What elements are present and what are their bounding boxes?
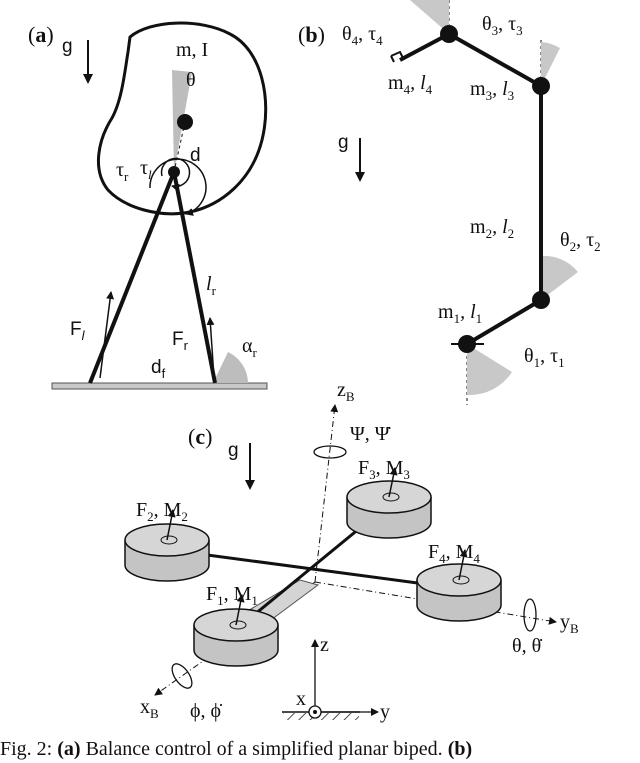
m2-label: m2, l2	[470, 216, 514, 241]
z-label: z	[320, 634, 329, 656]
center-of-mass	[177, 114, 193, 130]
m1-label: m1, l1	[438, 301, 482, 326]
gravity-label-b: g	[338, 132, 349, 153]
y-label: y	[380, 701, 390, 723]
gravity-arrow-a: g	[62, 36, 93, 84]
tau-l-label: τl	[140, 157, 152, 182]
caption-fig-label: Fig. 2:	[0, 738, 53, 760]
theta1-label: θ1, τ1	[524, 345, 565, 370]
caption-text: Balance control of a simplified planar b…	[80, 738, 448, 760]
panel-a-label: (a)	[28, 22, 54, 47]
body-label: m, I	[176, 39, 208, 61]
gravity-arrow-b: g	[338, 132, 365, 182]
gravity-label-a: g	[62, 36, 73, 57]
right-leg	[172, 171, 217, 384]
yaw-rotation-icon	[313, 445, 347, 459]
caption-a: (a)	[57, 738, 81, 760]
x-label: x	[296, 688, 306, 710]
figure-caption: Fig. 2: (a) Balance control of a simplif…	[0, 738, 640, 761]
pitch-rotation-icon	[523, 598, 537, 632]
hip-joint	[168, 166, 180, 178]
theta1-wedge	[467, 344, 512, 396]
tau-l-arc	[160, 157, 191, 192]
theta2-label: θ2, τ2	[560, 229, 601, 254]
yaw-label: Ψ, Ψ̇	[350, 423, 392, 445]
F-r-label: Fr	[172, 329, 189, 353]
inertial-frame	[282, 639, 379, 720]
rotor-3	[346, 480, 432, 539]
panel-a: (a) g θ m, I d τr τl lr Fl	[28, 21, 268, 390]
roll-rotation-icon	[171, 663, 193, 689]
m3-label: m3, l3	[470, 78, 514, 103]
F3M3-label: F3, M3	[358, 457, 410, 482]
F-l-label: Fl	[70, 319, 86, 343]
tau-r-arc	[149, 158, 207, 216]
d-label: d	[190, 145, 201, 166]
arm-2-4	[169, 548, 456, 590]
joint-1	[458, 335, 476, 353]
gravity-label-c: g	[228, 440, 239, 461]
joint-2	[532, 291, 550, 309]
l-r-label: lr	[206, 273, 217, 298]
alpha-angle-wedge	[213, 352, 248, 383]
zB-axis	[314, 404, 339, 583]
theta3-label: θ3, τ3	[482, 13, 523, 38]
ground	[51, 382, 268, 390]
zB-label: zB	[337, 379, 355, 404]
force-right-arrow	[206, 317, 215, 379]
roll-label: ϕ, ϕ̇	[190, 700, 223, 722]
tau-r-label: τr	[116, 159, 129, 184]
foot-bracket	[390, 50, 405, 63]
yB-label: yB	[560, 611, 579, 636]
theta3-wedge	[541, 42, 560, 86]
panel-b-label: (b)	[298, 22, 325, 47]
theta4-label: θ4, τ4	[342, 23, 383, 48]
panel-b: (b) g θ4, τ4 θ3, τ3 m4, l4 m3, l3 m2, l2	[298, 0, 601, 405]
rotor-2	[124, 523, 210, 582]
joint-4	[440, 25, 458, 43]
theta2-wedge	[541, 255, 578, 300]
gravity-arrow-c: g	[228, 440, 255, 490]
pitch-label: θ, θ̇	[512, 635, 543, 657]
m4-label: m4, l4	[388, 72, 433, 97]
rotor-4	[416, 563, 502, 622]
xB-label: xB	[140, 696, 159, 721]
alpha-r-label: αr	[242, 335, 257, 360]
theta-label: θ	[186, 69, 196, 91]
rotor-1	[193, 608, 279, 667]
F4M4-label: F4, M4	[428, 541, 480, 566]
F1M1-label: F1, M1	[206, 583, 258, 608]
joint-3	[532, 77, 550, 95]
F2M2-label: F2, M2	[136, 499, 188, 524]
caption-b: (b)	[447, 738, 473, 760]
panel-c: (c) g	[124, 379, 579, 723]
force-left-arrow	[99, 291, 115, 379]
theta4-wedge	[410, 0, 449, 34]
d-f-label: df	[151, 357, 166, 381]
panel-c-label: (c)	[188, 424, 212, 449]
